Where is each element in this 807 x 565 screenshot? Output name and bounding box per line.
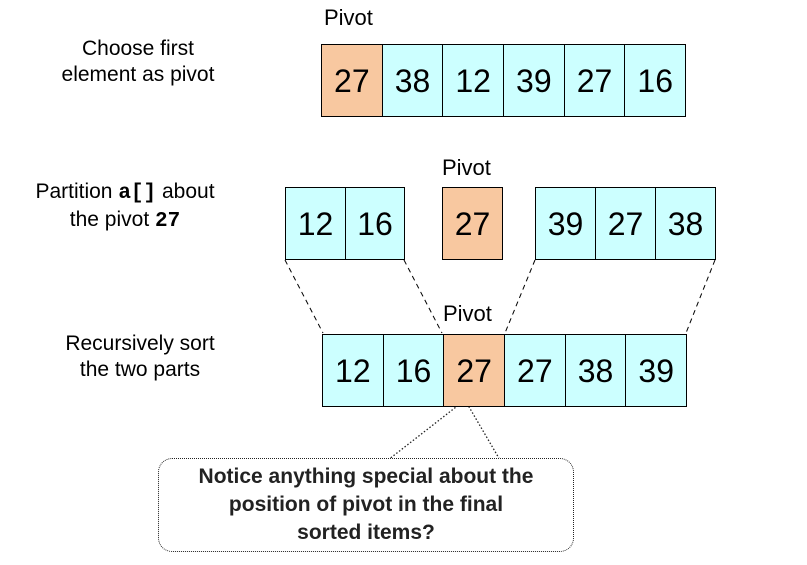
array-right-part-cell: 27 — [596, 188, 656, 259]
step-3-label: Recursively sort the two parts — [45, 331, 235, 383]
callout-line-2: position of pivot in the final — [228, 493, 504, 516]
cell-value: 27 — [334, 62, 370, 99]
pivot-caption-row-1: Pivot — [324, 5, 373, 30]
step-2-text-partition: Partition — [35, 180, 119, 203]
array-sorted-cell: 38 — [565, 335, 627, 406]
callout-text: Notice anything special about the positi… — [199, 463, 534, 547]
array-right-part-cell: 39 — [536, 188, 596, 259]
cell-value: 16 — [395, 352, 432, 389]
array-initial-cell: 39 — [504, 45, 565, 116]
array-right-part-cell: 38 — [656, 188, 715, 259]
cell-value: 16 — [637, 62, 673, 99]
callout-pointer — [387, 399, 501, 461]
step-1-label: Choose first element as pivot — [48, 36, 228, 88]
array-sorted-cell: 27 — [505, 335, 566, 406]
step-1-label-line-2: element as pivot — [61, 63, 215, 86]
array-pivot-part-cell: 27 — [443, 188, 502, 259]
array-sorted-cell: 27 — [444, 335, 506, 406]
cell-value: 12 — [297, 205, 334, 242]
pivot-caption-row-2: Pivot — [442, 155, 491, 180]
array-initial-cell: 12 — [443, 45, 505, 116]
step-2-code-pivot-value: 27 — [155, 210, 181, 233]
callout-line-3: sorted items? — [297, 521, 435, 544]
step-3-label-line-1: Recursively sort — [65, 332, 215, 355]
array-initial-cell: 16 — [625, 45, 686, 116]
cell-value: 27 — [454, 205, 491, 242]
array-initial: 27 38 12 39 27 16 — [321, 44, 686, 117]
cell-value: 38 — [577, 352, 614, 389]
array-sorted: 12 16 27 27 38 39 — [322, 334, 687, 407]
step-2-code-array: a[] — [118, 182, 157, 205]
step-2-text-the-pivot: the pivot — [69, 208, 155, 231]
step-2-label-line-2: the pivot 27 — [18, 207, 232, 235]
callout-line-1: Notice anything special about the — [198, 465, 534, 488]
connector-right-inner — [504, 259, 536, 334]
array-initial-cell: 27 — [564, 45, 626, 116]
step-2-text-about: about — [156, 180, 215, 203]
callout-bubble: Notice anything special about the positi… — [158, 458, 574, 552]
connector-left-outer — [284, 259, 324, 334]
cell-value: 27 — [517, 352, 553, 389]
array-pivot-part: 27 — [442, 187, 503, 260]
array-initial-cell: 38 — [382, 45, 444, 116]
array-left-part-cell: 16 — [346, 188, 404, 259]
connector-left-inner — [403, 259, 443, 334]
cell-value: 39 — [547, 205, 584, 242]
cell-value: 39 — [516, 62, 552, 99]
cell-value: 12 — [455, 62, 491, 99]
array-left-part: 12 16 — [285, 187, 405, 260]
array-sorted-cell: 12 — [323, 335, 384, 406]
array-initial-cell: 27 — [322, 45, 383, 116]
cell-value: 38 — [667, 205, 704, 242]
step-2-label: Partition a[] about the pivot 27 — [18, 179, 232, 235]
step-3-label-line-2: the two parts — [79, 358, 201, 381]
array-sorted-cell: 16 — [383, 335, 445, 406]
array-sorted-cell: 39 — [626, 335, 687, 406]
pivot-caption-row-3: Pivot — [441, 301, 494, 327]
cell-value: 27 — [607, 205, 644, 242]
connector-right-outer — [685, 259, 716, 334]
cell-value: 39 — [638, 352, 674, 389]
cell-value: 12 — [335, 352, 371, 389]
cell-value: 27 — [576, 62, 613, 99]
array-right-part: 39 27 38 — [535, 187, 716, 260]
cell-value: 27 — [456, 352, 492, 389]
array-left-part-cell: 12 — [286, 188, 346, 259]
cell-value: 16 — [357, 205, 393, 242]
cell-value: 38 — [394, 62, 431, 99]
step-1-label-line-1: Choose first — [81, 37, 195, 60]
step-2-label-line-1: Partition a[] about — [18, 179, 232, 207]
